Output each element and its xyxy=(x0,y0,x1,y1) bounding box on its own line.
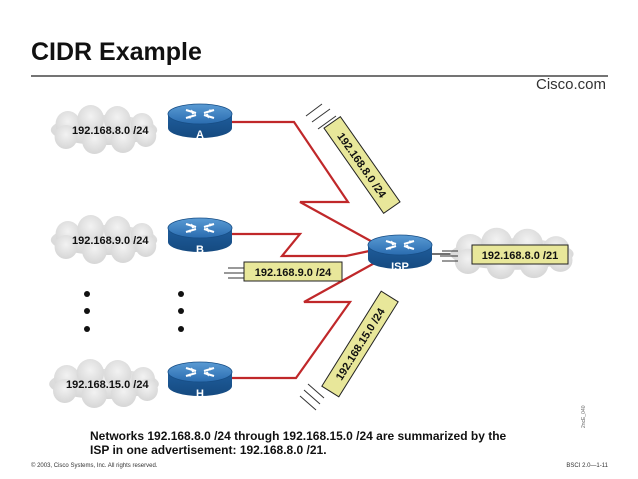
page-title: CIDR Example xyxy=(31,38,202,66)
wan-links xyxy=(230,120,381,380)
summary-caption-line2: ISP in one advertisement: 192.168.8.0 /2… xyxy=(90,443,327,457)
advertisement-a-label: 192.168.8.0 /24 xyxy=(334,131,388,201)
slide-id: 2ncE_040 xyxy=(581,405,587,428)
link-b-isp xyxy=(232,232,375,258)
advertisement-h-label: 192.168.15.0 /24 xyxy=(334,306,388,383)
advertisement-b-label: 192.168.9.0 /24 xyxy=(255,267,332,279)
link-h-isp xyxy=(230,259,381,380)
advertisement-a: 192.168.8.0 /24 xyxy=(323,115,401,215)
advertisement-motion-lines xyxy=(224,103,458,411)
cloud-label-h: 192.168.15.0 /24 xyxy=(66,379,149,391)
cloud-label-b: 192.168.9.0 /24 xyxy=(72,235,149,247)
advertisement-isp: 192.168.8.0 /21 xyxy=(471,244,569,265)
summary-caption: Networks 192.168.8.0 /24 through 192.168… xyxy=(90,429,550,457)
router-label-a: A xyxy=(196,129,204,141)
link-a-isp xyxy=(230,120,379,246)
footer-copyright: © 2003, Cisco Systems, Inc. All rights r… xyxy=(31,463,158,469)
more-networks-dots xyxy=(84,291,184,332)
cisco-logo: Cisco.com xyxy=(535,76,606,93)
cloud-label-a: 192.168.8.0 /24 xyxy=(72,125,149,137)
router-label-b: B xyxy=(196,244,204,256)
router-label-h: H xyxy=(196,388,204,400)
advertisement-h: 192.168.15.0 /24 xyxy=(321,290,399,398)
router-label-isp: ISP xyxy=(391,261,409,273)
advertisement-b: 192.168.9.0 /24 xyxy=(243,261,343,282)
summary-caption-line1: Networks 192.168.8.0 /24 through 192.168… xyxy=(90,429,507,443)
footer-slide-code: BSCI 2.0—1-11 xyxy=(566,463,608,469)
advertisement-isp-label: 192.168.8.0 /21 xyxy=(482,250,558,262)
